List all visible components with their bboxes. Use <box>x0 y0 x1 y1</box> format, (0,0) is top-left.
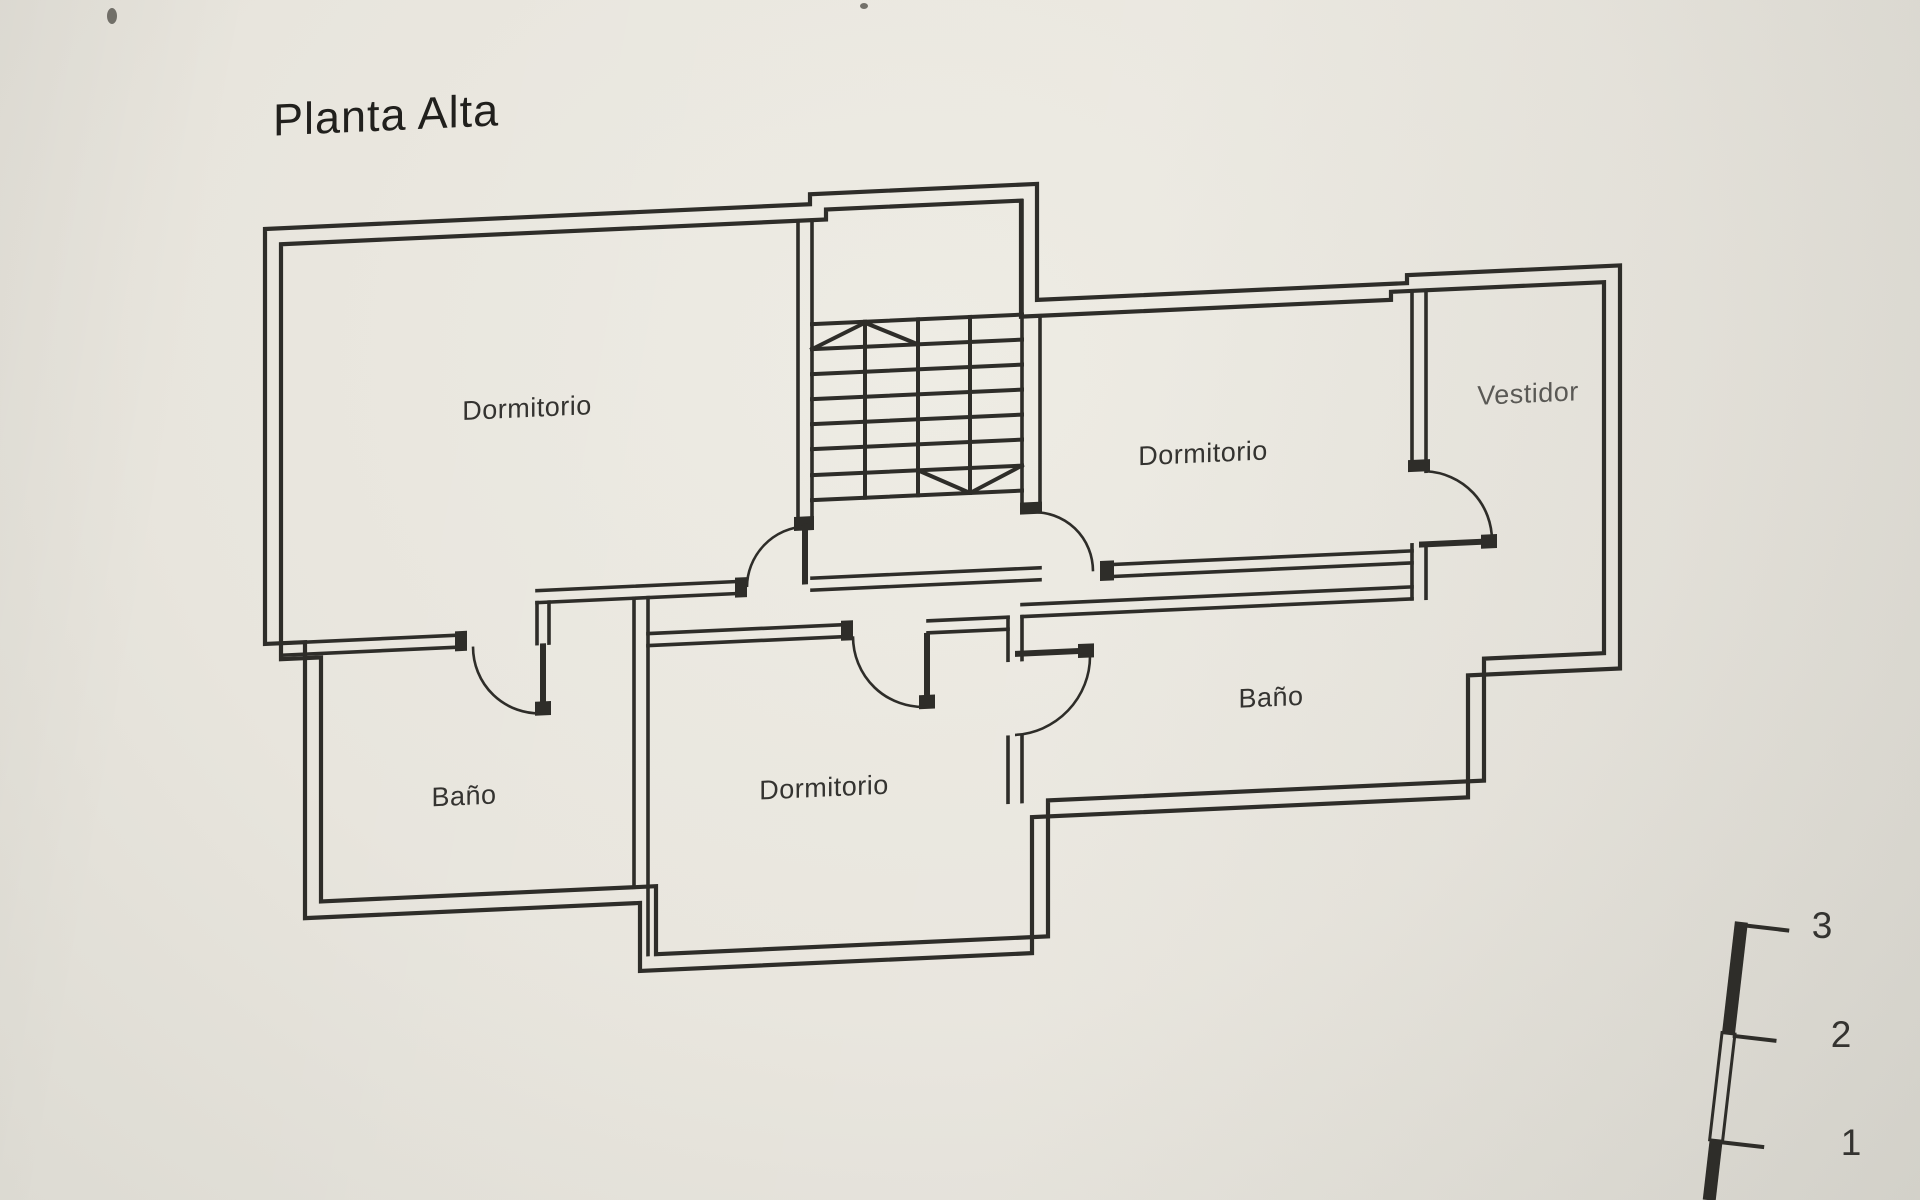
label-bano-right: Baño <box>1238 681 1303 714</box>
scale-segment-filled-top <box>1722 921 1748 1035</box>
scale-mark-2: 2 <box>1831 1014 1852 1055</box>
outer-wall-outline <box>262 181 1623 974</box>
interior-walls <box>279 198 1428 957</box>
doors <box>455 459 1497 737</box>
scale-segment-open <box>1707 1030 1737 1144</box>
door-vestidor <box>1408 459 1497 549</box>
stair-break-mark-top <box>809 320 921 352</box>
door-bano-left <box>455 630 551 716</box>
door-dormitorio-bottom <box>841 620 935 710</box>
stair-stringers <box>863 314 972 500</box>
door-dormitorio-right <box>1020 501 1114 582</box>
scale-bar-rule <box>1702 921 1790 1200</box>
scale-mark-1: 1 <box>1841 1122 1862 1163</box>
door-bano-right <box>1014 643 1094 737</box>
staircase <box>809 312 1025 503</box>
paper-speck <box>860 3 868 9</box>
label-dormitorio-right: Dormitorio <box>1138 435 1267 471</box>
plan-title: Planta Alta <box>273 84 499 145</box>
label-dormitorio-main: Dormitorio <box>462 390 591 426</box>
door-dormitorio-main <box>735 516 814 598</box>
scale-segment-filled-bottom <box>1702 1139 1723 1200</box>
room-labels: Dormitorio Dormitorio Vestidor Baño Dorm… <box>431 376 1579 812</box>
scale-ticks <box>1720 923 1790 1150</box>
label-bano-left: Baño <box>431 779 496 812</box>
paper-speck <box>107 8 117 24</box>
scale-bar: 3 2 1 <box>1702 905 1862 1200</box>
scale-numbers: 3 2 1 <box>1812 905 1862 1163</box>
label-vestidor: Vestidor <box>1477 376 1579 411</box>
stair-break-mark-bottom <box>915 462 1025 496</box>
floor-plan: Planta Alta <box>262 84 1623 974</box>
label-dormitorio-bottom: Dormitorio <box>759 770 888 806</box>
scale-mark-3: 3 <box>1812 905 1833 946</box>
